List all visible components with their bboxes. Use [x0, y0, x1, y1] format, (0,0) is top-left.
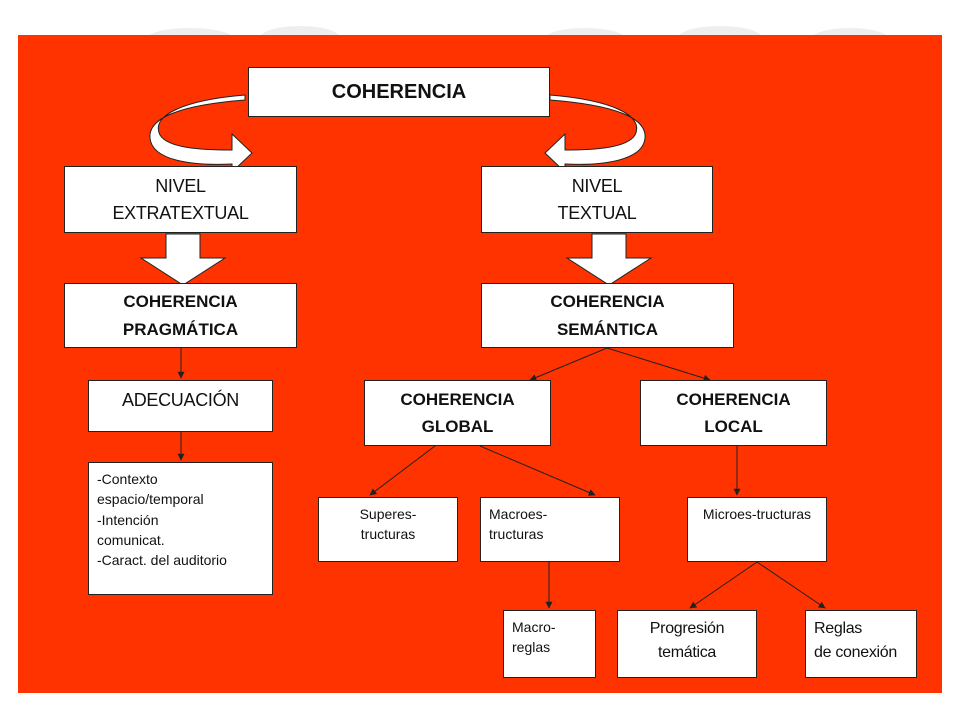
- label-line: LOCAL: [704, 417, 763, 436]
- label-line: TEXTUAL: [557, 202, 637, 223]
- nivel-extratextual-box: NIVEL EXTRATEXTUAL: [64, 166, 297, 233]
- coherencia-local-box: COHERENCIA LOCAL: [640, 380, 827, 446]
- label-line: tructuras: [360, 526, 416, 543]
- list-item: -Intención: [97, 511, 159, 528]
- contexto-list-box: -Contexto espacio/temporal -Intención co…: [88, 462, 273, 595]
- label-line: tructuras: [489, 526, 544, 543]
- label-line: PRAGMÁTICA: [122, 319, 239, 339]
- list-item: comunicat.: [97, 531, 165, 548]
- label-line: NIVEL: [571, 175, 623, 196]
- label-line: Macroes-: [489, 506, 548, 522]
- label-line: ADECUACIÓN: [121, 390, 239, 410]
- label-line: Reglas: [814, 620, 863, 637]
- down-arrow-icon: [139, 233, 227, 286]
- label-line: Progresión: [649, 620, 725, 637]
- label-line: temática: [657, 644, 717, 661]
- macroreglas-box: Macro- reglas: [503, 610, 596, 678]
- curved-arrow-left-icon: [149, 94, 253, 174]
- nivel-textual-box: NIVEL TEXTUAL: [481, 166, 713, 233]
- microestructuras-box: Microes-tructuras: [687, 497, 827, 562]
- label-line: COHERENCIA: [676, 389, 791, 409]
- label-line: NIVEL: [155, 175, 206, 196]
- label-line: reglas: [512, 639, 551, 656]
- list-item: espacio/temporal: [97, 491, 204, 508]
- list-item: -Caract. del auditorio: [97, 552, 227, 569]
- label-line: COHERENCIA: [550, 292, 665, 312]
- coherencia-semantica-box: COHERENCIA SEMÁNTICA: [481, 283, 734, 348]
- list-item: -Contexto: [97, 471, 158, 487]
- label-line: Microes-tructuras: [702, 506, 812, 522]
- curved-arrow-right-icon: [544, 94, 646, 174]
- label-line: de conexión: [814, 644, 897, 661]
- down-arrow-icon: [565, 233, 653, 286]
- superestructuras-box: Superes- tructuras: [318, 497, 458, 562]
- label-line: GLOBAL: [421, 417, 494, 436]
- coherencia-global-box: COHERENCIA GLOBAL: [364, 380, 551, 446]
- label-line: EXTRATEXTUAL: [112, 202, 249, 223]
- macroestructuras-box: Macroes- tructuras: [480, 497, 620, 562]
- coherencia-pragmatica-box: COHERENCIA PRAGMÁTICA: [64, 283, 297, 348]
- reglas-conexion-box: Reglas de conexión: [805, 610, 917, 678]
- title-text: COHERENCIA: [331, 81, 467, 103]
- progresion-tematica-box: Progresión temática: [617, 610, 757, 678]
- coherencia-title-box: COHERENCIA: [248, 67, 550, 117]
- label-line: Macro-: [512, 619, 556, 635]
- label-line: COHERENCIA: [123, 292, 238, 312]
- label-line: SEMÁNTICA: [556, 319, 659, 339]
- adecuacion-box: ADECUACIÓN: [88, 380, 273, 432]
- label-line: COHERENCIA: [400, 389, 515, 409]
- label-line: Superes-: [359, 506, 417, 522]
